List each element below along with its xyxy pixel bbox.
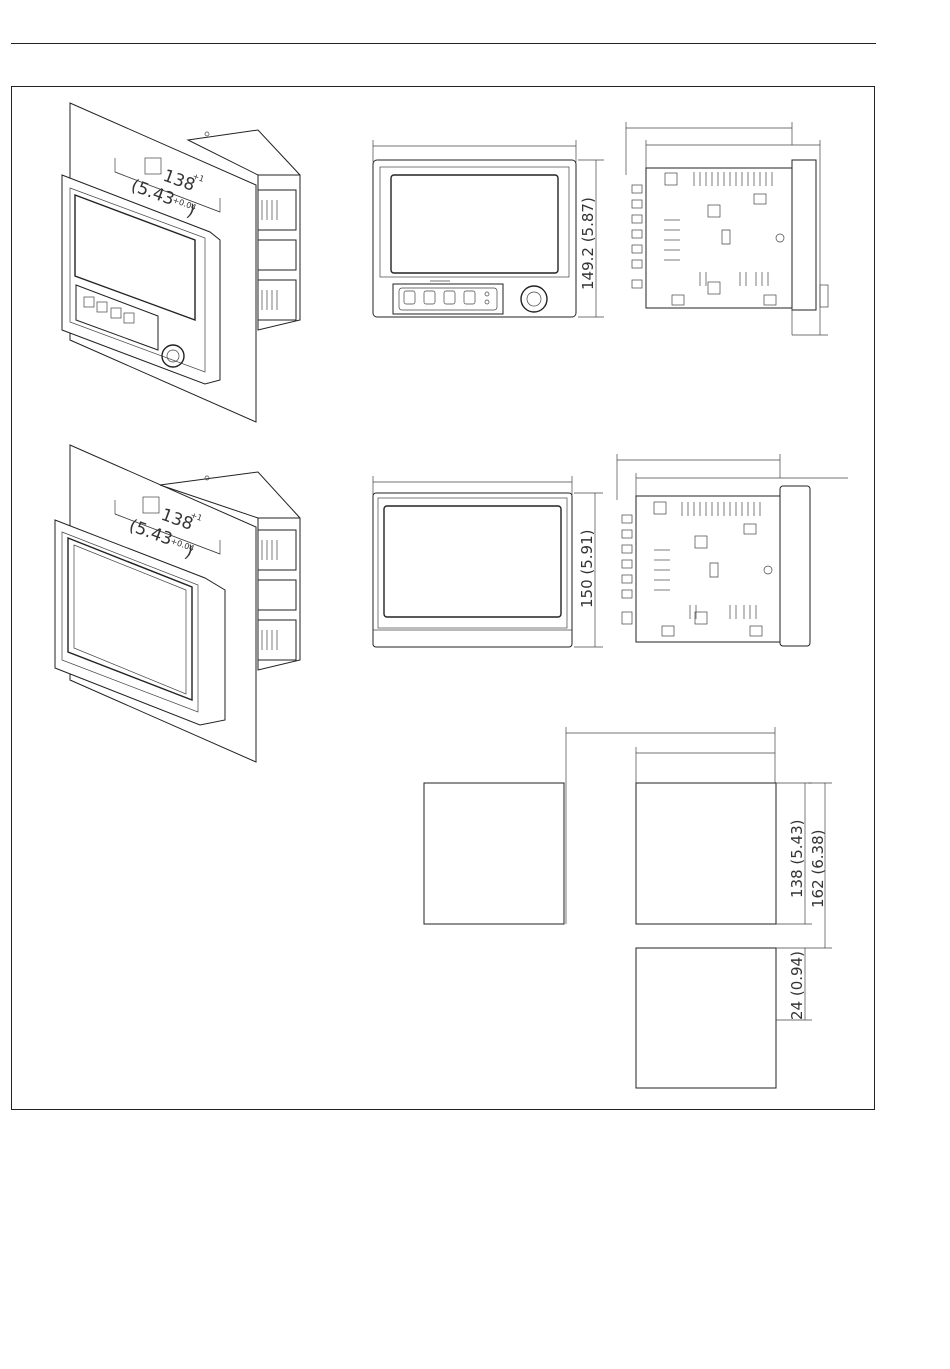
pitch-height-label: 162 (6.38) — [809, 829, 827, 908]
side-view-2 — [617, 454, 848, 646]
front-view-1: 149.2 (5.87) — [373, 140, 604, 317]
front-height-label-1: 149.2 (5.87) — [579, 197, 597, 290]
front-view-2: 150 (5.91) — [373, 476, 603, 647]
front-height-label-2: 150 (5.91) — [578, 529, 596, 608]
isometric-view-1: 138 +1 (5.43 +0.04 ) — [62, 103, 300, 422]
isometric-view-2: 138 +1 (5.43 +0.04 ) — [55, 445, 300, 762]
side-view-1 — [626, 122, 828, 335]
panel-cutout-diagram: 138 (5.43) 162 (6.38) 24 (0.94) — [424, 727, 832, 1088]
gap-height-label: 24 (0.94) — [788, 951, 806, 1020]
cutout-height-label: 138 (5.43) — [788, 819, 806, 898]
